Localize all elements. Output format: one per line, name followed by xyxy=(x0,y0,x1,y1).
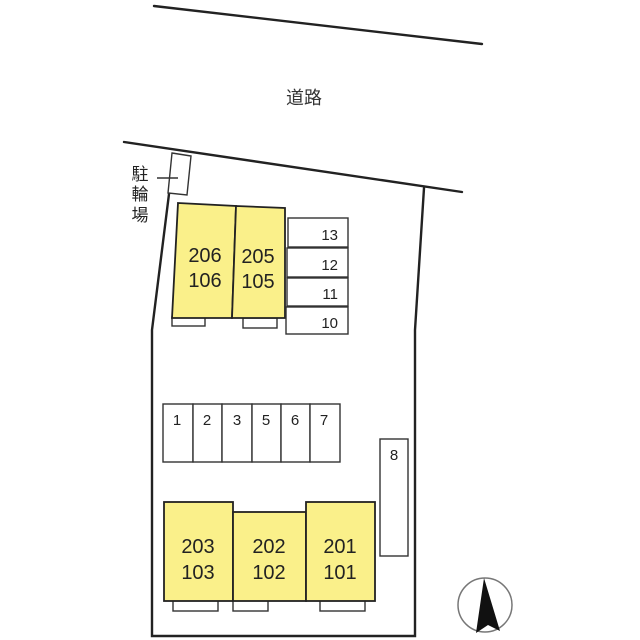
building-206-106[interactable]: 206 106 xyxy=(171,202,237,327)
parking-space-3[interactable] xyxy=(221,403,253,463)
parking-space-6[interactable] xyxy=(280,403,311,463)
svg-text:206: 206 xyxy=(188,245,221,267)
svg-text:3: 3 xyxy=(233,412,241,429)
svg-text:205: 205 xyxy=(241,246,274,268)
svg-text:場: 場 xyxy=(132,206,149,226)
building-205-105[interactable]: 205 105 xyxy=(231,205,286,329)
svg-text:105: 105 xyxy=(241,271,274,293)
lot-boundary xyxy=(150,152,426,638)
svg-text:8: 8 xyxy=(390,447,398,464)
parking-stack-right: 13 12 11 10 xyxy=(285,217,349,335)
road-edge-bottom xyxy=(122,140,464,194)
svg-text:106: 106 xyxy=(188,270,221,292)
parking-space-2[interactable] xyxy=(192,403,223,463)
road-label: 道路 xyxy=(286,88,322,109)
svg-text:101: 101 xyxy=(323,562,356,584)
svg-text:13: 13 xyxy=(321,227,338,244)
svg-text:10: 10 xyxy=(321,315,338,332)
parking-space-10[interactable] xyxy=(285,306,349,335)
parking-space-5[interactable] xyxy=(251,403,282,463)
parking-space-11[interactable] xyxy=(286,277,349,307)
svg-text:駐: 駐 xyxy=(132,165,149,185)
svg-text:11: 11 xyxy=(322,286,338,303)
svg-text:1: 1 xyxy=(173,412,181,429)
road-edge-top xyxy=(152,4,484,46)
svg-text:102: 102 xyxy=(252,562,285,584)
svg-text:203: 203 xyxy=(181,536,214,558)
bicycle-parking-label: 駐 輪 場 xyxy=(132,165,149,226)
svg-text:6: 6 xyxy=(291,412,299,429)
north-arrow-icon xyxy=(457,577,513,633)
svg-text:2: 2 xyxy=(203,412,211,429)
svg-text:5: 5 xyxy=(262,412,270,429)
svg-text:202: 202 xyxy=(252,536,285,558)
parking-row-middle: 1 2 3 5 6 7 xyxy=(162,403,341,463)
building-202-102[interactable]: 202 102 xyxy=(232,511,307,612)
parking-space-13[interactable] xyxy=(287,217,349,248)
bicycle-parking-area xyxy=(167,152,192,196)
svg-text:7: 7 xyxy=(320,412,328,429)
svg-text:103: 103 xyxy=(181,562,214,584)
parking-space-12[interactable] xyxy=(286,247,349,278)
svg-text:12: 12 xyxy=(321,257,338,274)
svg-text:輪: 輪 xyxy=(132,185,149,205)
building-203-103[interactable]: 203 103 xyxy=(163,501,234,612)
parking-space-7[interactable] xyxy=(309,403,341,463)
svg-text:201: 201 xyxy=(323,536,356,558)
building-201-101[interactable]: 201 101 xyxy=(305,501,376,612)
parking-space-8[interactable]: 8 xyxy=(379,438,409,557)
